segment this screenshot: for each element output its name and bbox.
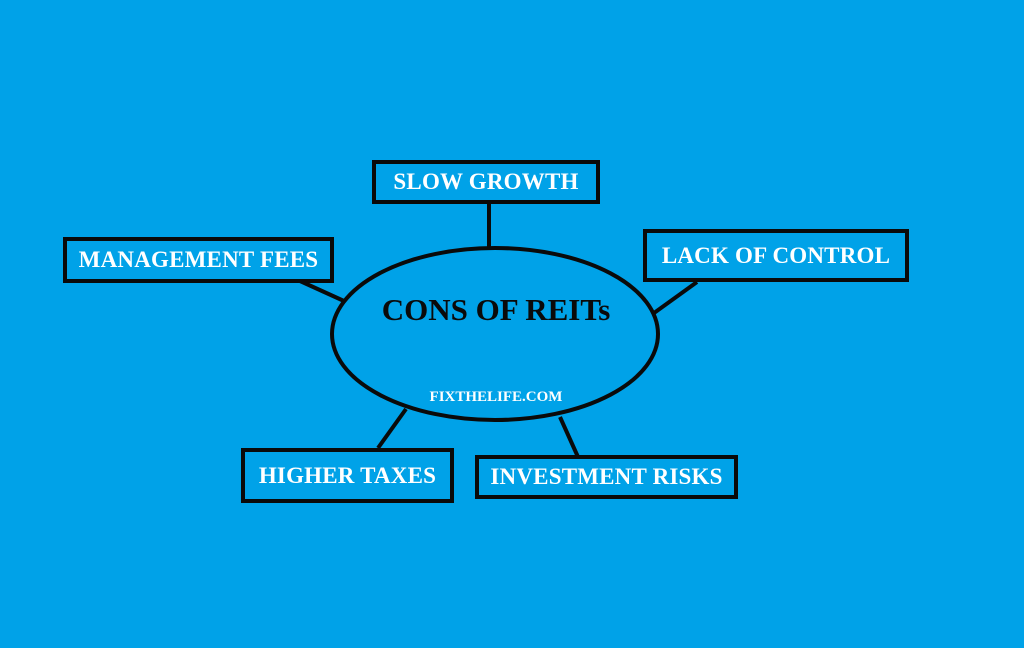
center-title: CONS OF REITs	[381, 292, 611, 327]
node-slow-growth: SLOW GROWTH	[372, 160, 600, 204]
node-label: SLOW GROWTH	[393, 169, 579, 194]
node-management-fees: MANAGEMENT FEES	[63, 237, 334, 283]
connector-management-fees	[299, 279, 345, 303]
center-ellipse	[330, 246, 660, 422]
node-lack-of-control: LACK OF CONTROL	[643, 229, 909, 282]
node-label: LACK OF CONTROL	[661, 242, 891, 268]
node-label: INVESTMENT RISKS	[490, 464, 723, 489]
watermark-text: FIXTHELIFE.COM	[429, 389, 563, 405]
node-higher-taxes: HIGHER TAXES	[241, 448, 454, 503]
connector-investment-risks	[558, 416, 580, 458]
node-label: MANAGEMENT FEES	[78, 247, 319, 272]
node-investment-risks: INVESTMENT RISKS	[475, 455, 738, 499]
connector-lack-of-control	[652, 280, 699, 315]
connector-higher-taxes	[376, 407, 408, 450]
node-label: HIGHER TAXES	[258, 462, 437, 488]
